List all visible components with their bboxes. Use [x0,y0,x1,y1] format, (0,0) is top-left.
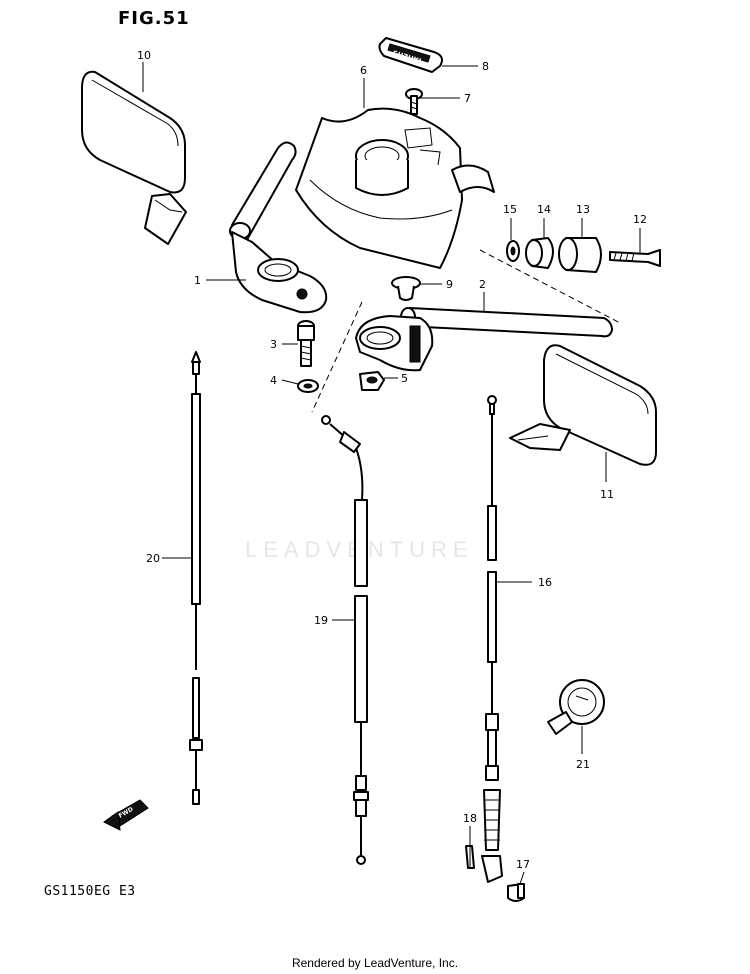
callout-17: 17 [516,858,530,871]
callout-20: 20 [146,552,160,565]
callout-1: 1 [194,274,201,287]
callout-11: 11 [600,488,614,501]
callout-labels: 10 6 8 7 1 3 4 5 9 2 15 14 13 12 11 20 1… [137,49,647,871]
part-14-bar-end-weight[interactable] [525,237,554,269]
part-3-bolt[interactable] [297,320,315,367]
fwd-arrow: FWD [103,799,149,831]
leader-lines [142,62,641,885]
part-19-throttle-cable[interactable] [321,415,369,865]
callout-4: 4 [270,374,277,387]
part-5-nut[interactable] [359,371,385,391]
part-16-choke-cable[interactable] [481,395,503,883]
callout-19: 19 [314,614,328,627]
part-20-clutch-cable[interactable] [189,351,203,805]
callout-18: 18 [463,812,477,825]
part-1-left-handlebar[interactable] [229,141,328,314]
callout-15: 15 [503,203,517,216]
part-8-cover-badge[interactable]: SUZUKI [378,37,443,73]
callout-9: 9 [446,278,453,291]
figure-title: FIG.51 [118,8,190,29]
callout-6: 6 [360,64,367,77]
footer-credit: Rendered by LeadVenture, Inc. [291,956,459,970]
part-18-pin[interactable] [465,845,475,869]
callout-10: 10 [137,49,151,62]
part-6-handlebar-cover[interactable] [295,107,495,269]
callout-16: 16 [538,576,552,589]
part-4-washer[interactable] [297,379,319,393]
part-7-screw[interactable] [405,88,423,115]
callout-12: 12 [633,213,647,226]
callout-21: 21 [576,758,590,771]
callout-5: 5 [401,372,408,385]
part-12-bolt[interactable] [609,249,661,267]
callout-2: 2 [479,278,486,291]
part-21-choke-knob[interactable] [547,679,605,735]
part-17-screw[interactable] [507,883,525,902]
part-13-bar-end-cap[interactable] [558,237,602,273]
callout-3: 3 [270,338,277,351]
part-10-left-mirror[interactable] [81,70,187,245]
callout-8: 8 [482,60,489,73]
model-code: GS1150EG E3 [44,884,136,899]
part-9-grommet[interactable] [391,276,421,301]
callout-7: 7 [464,92,471,105]
part-15-washer[interactable] [506,240,520,262]
assembly-lines [311,249,623,413]
callout-14: 14 [537,203,551,216]
callout-13: 13 [576,203,590,216]
part-11-right-mirror[interactable] [509,344,657,466]
part-2-right-handlebar[interactable] [355,307,613,372]
